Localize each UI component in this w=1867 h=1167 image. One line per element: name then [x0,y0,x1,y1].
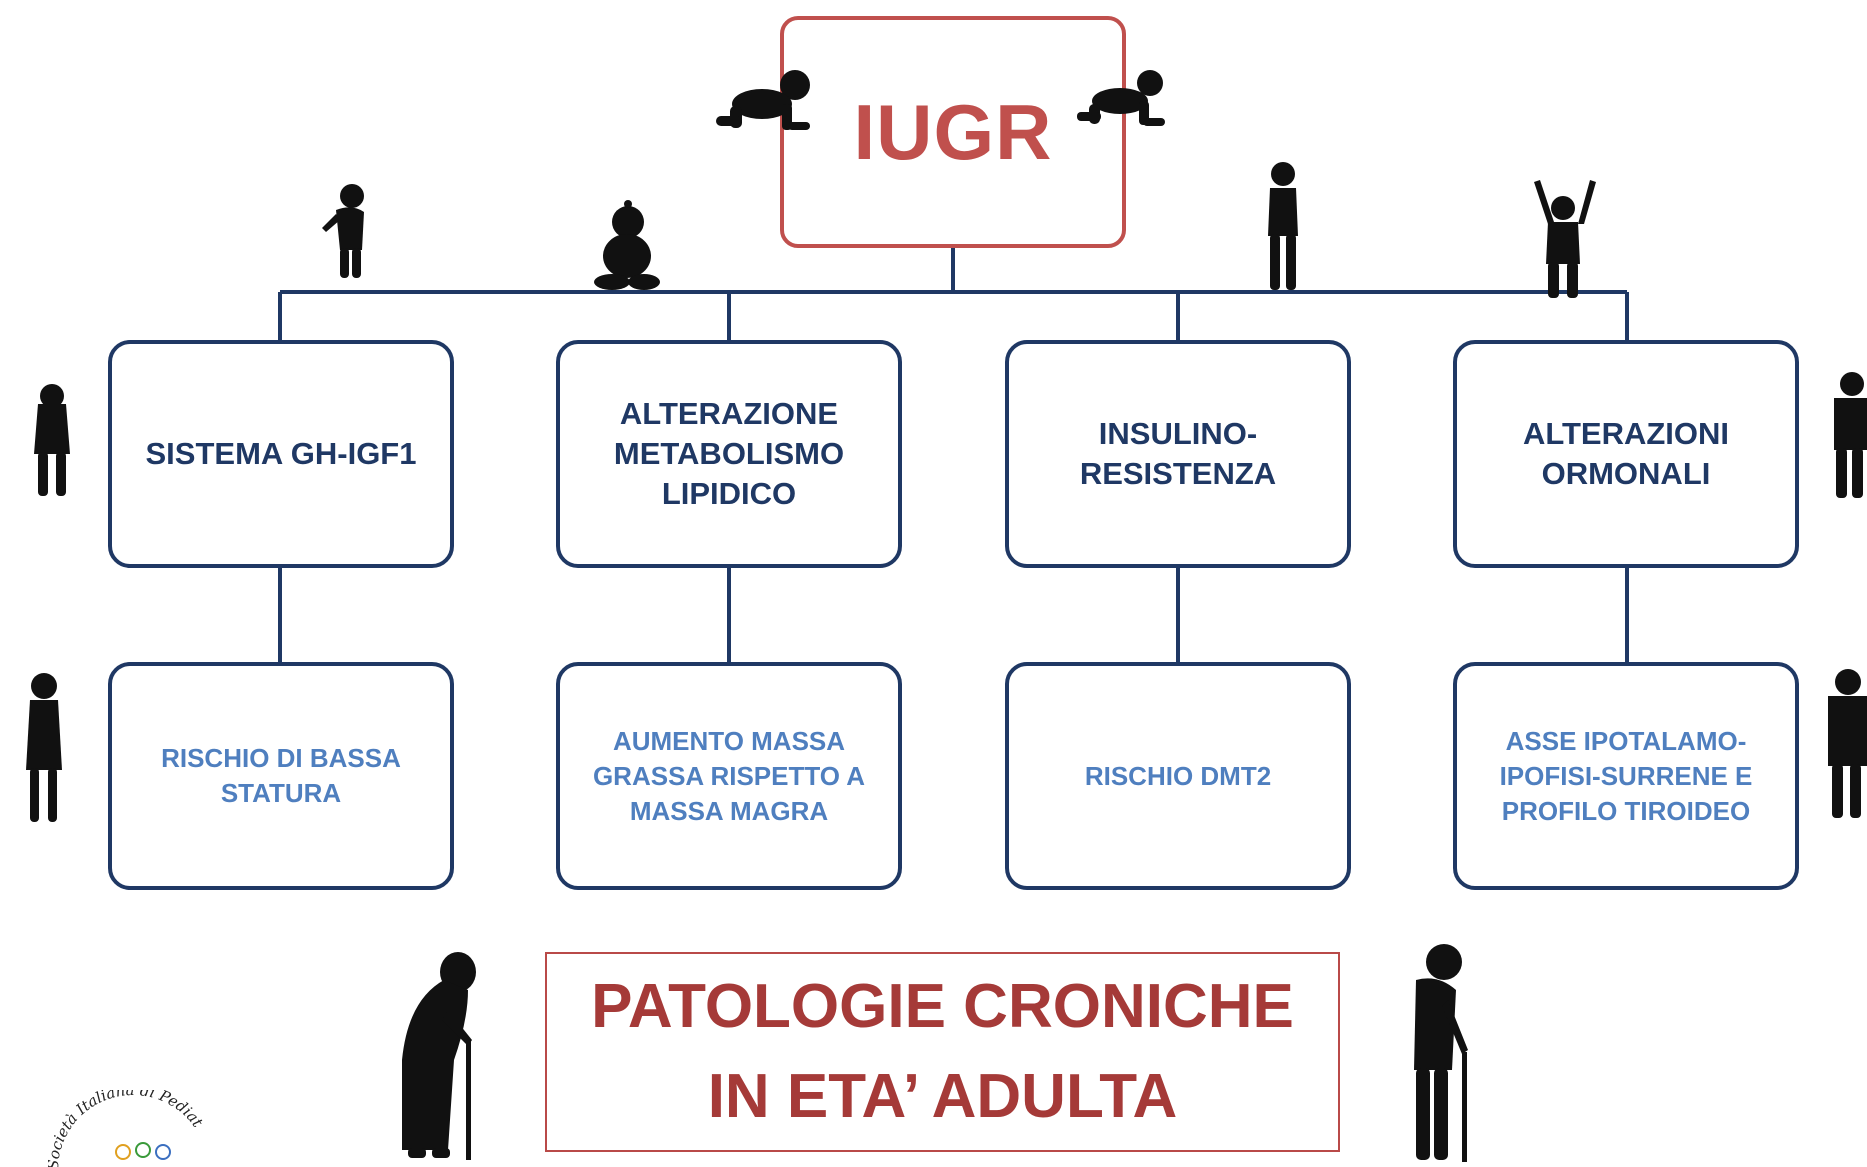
older-man-standing-icon [1828,669,1867,818]
category-box-1: SISTEMA GH-IGF1 [108,340,454,568]
sitting-baby-icon [594,200,660,290]
child-cheering-icon [1534,180,1596,298]
teen-girl-icon [34,384,70,496]
risk-label-2: AUMENTO MASSA GRASSA RISPETTO A MASSA MA… [592,725,866,826]
outcome-line-1: PATOLOGIE CRONICHE [591,972,1294,1041]
risk-label-3: RISCHIO DMT2 [1084,760,1272,791]
risk-box-3: RISCHIO DMT2 [1005,662,1351,890]
risk-box-4: ASSE IPOTALAMO-IPOFISI-SURRENE E PROFILO… [1453,662,1799,890]
elderly-woman-cane-icon [402,952,476,1160]
child-standing-icon [1268,162,1298,290]
category-label-4: ALTERAZIONI ORMONALI [1522,416,1730,491]
category-box-2: ALTERAZIONE METABOLISMO LIPIDICO [556,340,902,568]
toddler-walking-icon [322,184,364,278]
woman-standing-icon [26,673,62,822]
elderly-man-cane-icon [1414,944,1468,1162]
category-box-3: INSULINO-RESISTENZA [1005,340,1351,568]
category-label-2: ALTERAZIONE METABOLISMO LIPIDICO [613,396,845,511]
root-node: IUGR [780,16,1126,248]
risk-label-1: RISCHIO DI BASSA STATURA [161,743,401,808]
outcome-line-2: IN ETA’ ADULTA [707,1062,1178,1131]
category-box-4: ALTERAZIONI ORMONALI [1453,340,1799,568]
outcome-box: PATOLOGIE CRONICHE IN ETA’ ADULTA [545,952,1340,1152]
category-label-3: INSULINO-RESISTENZA [1079,416,1277,491]
crawling-baby-right-icon [1077,70,1165,126]
root-label: IUGR [853,87,1053,176]
risk-box-2: AUMENTO MASSA GRASSA RISPETTO A MASSA MA… [556,662,902,890]
risk-box-1: RISCHIO DI BASSA STATURA [108,662,454,890]
logo-text: Società Italiana di Pediat [48,1090,207,1167]
society-logo: Società Italiana di Pediat [48,1090,207,1167]
man-standing-icon [1834,372,1867,498]
category-label-1: SISTEMA GH-IGF1 [145,436,417,471]
risk-label-4: ASSE IPOTALAMO-IPOFISI-SURRENE E PROFILO… [1499,725,1753,826]
svg-text:Società Italiana di Pediat: Società Italiana di Pediat [48,1090,207,1167]
crawling-baby-left-icon [716,70,810,130]
